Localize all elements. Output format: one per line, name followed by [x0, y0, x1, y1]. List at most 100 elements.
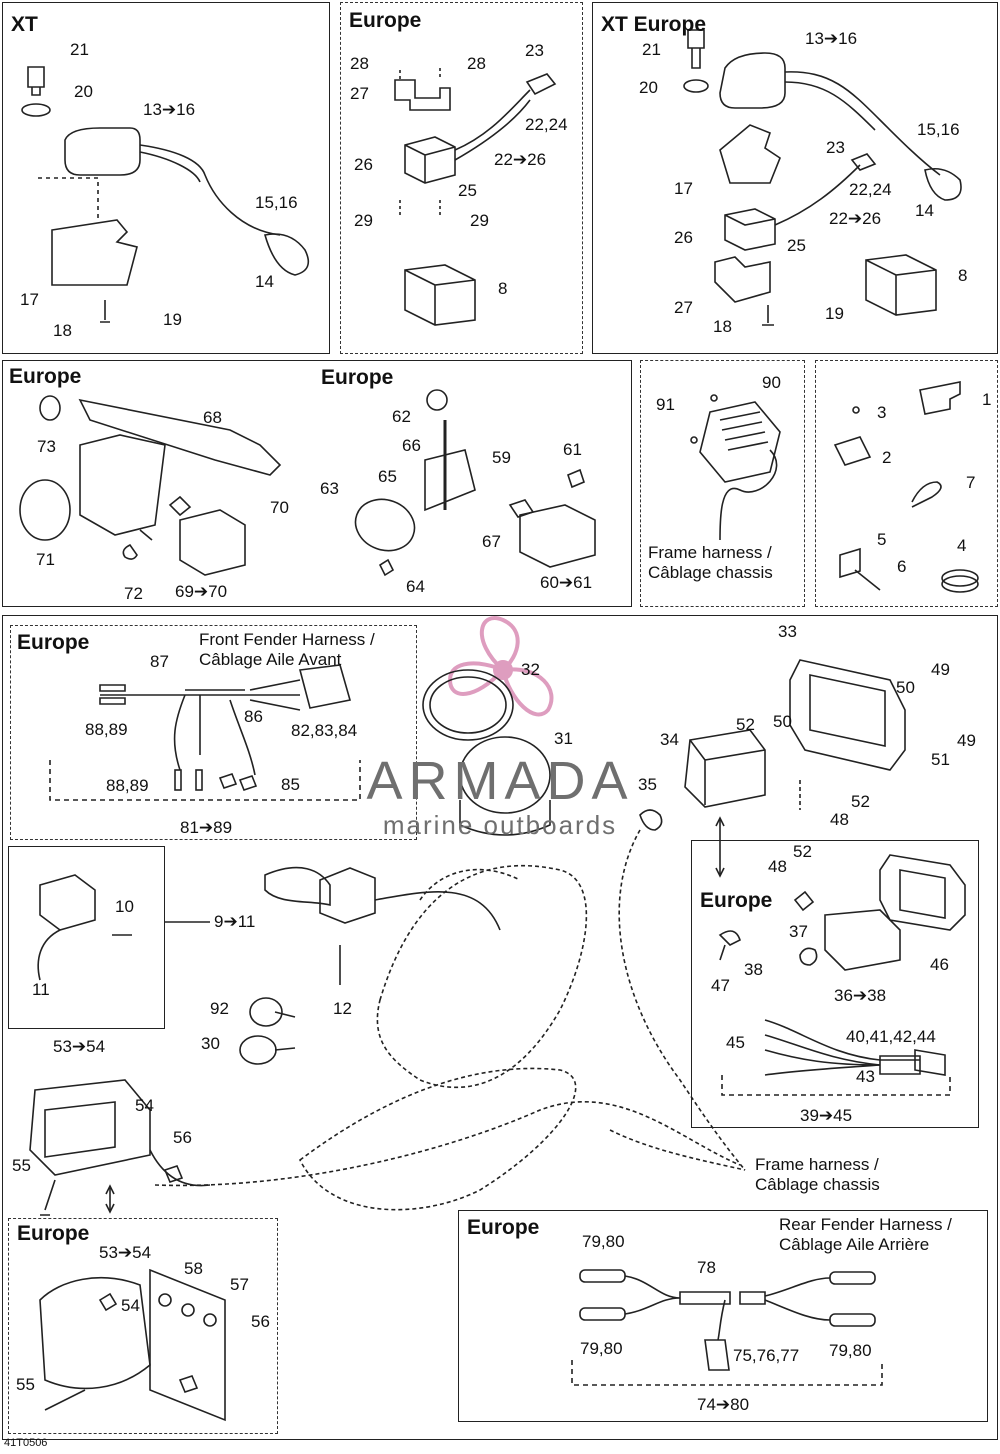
panel-title: XT [11, 13, 38, 36]
callout-label: 20 [74, 82, 93, 101]
callout-label: 26 [354, 155, 373, 174]
callout-label: 54 [121, 1296, 140, 1315]
callout-label: 23 [525, 41, 544, 60]
taillight-europe-art [39, 1268, 226, 1422]
rear-fender-harness-art [571, 1269, 883, 1386]
callout-label: 86 [244, 707, 263, 726]
watermark-tagline: marine outboards [382, 810, 618, 840]
callout-label: 82,83,84 [291, 721, 358, 740]
callout-label: 19 [163, 310, 182, 329]
armada-watermark: ARMADA marine outboards [345, 752, 655, 840]
callout-label: 61 [563, 440, 582, 459]
callout-label: 15,16 [255, 193, 298, 212]
front-fender-caption-1: Front Fender Harness / [199, 630, 375, 649]
callout-label: 3 [877, 403, 887, 422]
callout-label: 88,89 [85, 720, 128, 739]
callout-label: 58 [184, 1259, 203, 1278]
panel-title: Europe [17, 1222, 90, 1245]
watermark-brand: ARMADA [366, 751, 634, 811]
frame-harness-label-2: Câblage chassis [755, 1175, 880, 1194]
callout-label: 73 [37, 437, 56, 456]
callout-label: 15,16 [917, 120, 960, 139]
callout-label: 45 [726, 1033, 745, 1052]
callout-label: 14 [255, 272, 274, 291]
panel-europe-lamp: Europe Europe [2, 360, 632, 607]
callout-label: 35 [638, 775, 657, 794]
panel-title: Europe [9, 365, 82, 388]
callout-label: 25 [458, 181, 477, 200]
callout-label: 54 [135, 1096, 154, 1115]
callout-label: 91 [656, 395, 675, 414]
panel-europe-bracket: Europe [340, 2, 583, 354]
callout-label: 22➔26 [494, 150, 547, 169]
callout-label: 10 [115, 897, 134, 916]
callout-label: 53➔54 [99, 1243, 152, 1262]
callout-label: 79,80 [829, 1341, 872, 1360]
callout-label: 50 [773, 712, 792, 731]
callout-label: 23 [826, 138, 845, 157]
callout-label: 49 [931, 660, 950, 679]
callout-label: 78 [697, 1258, 716, 1277]
regulator-art [690, 394, 781, 541]
callout-label: 12 [333, 999, 352, 1018]
callout-label: 55 [16, 1375, 35, 1394]
callout-label: 17 [674, 179, 693, 198]
callout-label: 49 [957, 731, 976, 750]
callout-label: 37 [789, 922, 808, 941]
panel-front-fender: Europe Front Fender Harness / Câblage Ai… [10, 625, 417, 840]
callout-label: 14 [915, 201, 934, 220]
callout-label: 87 [150, 652, 169, 671]
callout-label: 34 [660, 730, 679, 749]
callout-label: 50 [896, 678, 915, 697]
callout-label: 7 [966, 473, 976, 492]
callout-label: 26 [674, 228, 693, 247]
callout-label: 72 [124, 584, 143, 603]
panel-taillight-europe: Europe [8, 1218, 278, 1434]
callout-label: 56 [251, 1312, 270, 1331]
callout-label: 21 [642, 40, 661, 59]
callout-label: 6 [897, 557, 907, 576]
panel-handlebar-switch [8, 846, 165, 1029]
callout-label: 31 [554, 729, 573, 748]
callout-label: 90 [762, 373, 781, 392]
callout-label: 52 [793, 842, 812, 861]
callout-label: 29 [354, 211, 373, 230]
callout-label: 47 [711, 976, 730, 995]
callout-label: 40,41,42,44 [846, 1027, 936, 1046]
callout-label: 27 [674, 298, 693, 317]
callout-label: 1 [982, 390, 992, 409]
handlebar-switch-art [37, 874, 210, 981]
callout-label: 63 [320, 479, 339, 498]
europe-lamp-left-art [19, 395, 282, 576]
callout-label: 43 [856, 1067, 875, 1086]
xt-art [21, 66, 310, 323]
europe-bracket-art [394, 68, 557, 326]
callout-label: 2 [882, 448, 892, 467]
callout-label: 57 [230, 1275, 249, 1294]
small-parts-art [833, 381, 979, 593]
panel-main [2, 615, 998, 1440]
callout-label: 79,80 [580, 1339, 623, 1358]
panel-xt: XT [2, 2, 330, 354]
frame-harness-label-1: Frame harness / [755, 1155, 879, 1174]
callout-label: 81➔89 [180, 818, 233, 837]
callout-label: 66 [402, 436, 421, 455]
panel-title: Europe [17, 631, 90, 654]
callout-label: 46 [930, 955, 949, 974]
callout-label: 75,76,77 [733, 1346, 800, 1365]
callout-label: 9➔11 [214, 912, 256, 931]
callout-label: 22,24 [849, 180, 892, 199]
callout-label: 22,24 [525, 115, 568, 134]
callout-label: 70 [270, 498, 289, 517]
callout-label: 69➔70 [175, 582, 228, 601]
callout-label: 65 [378, 467, 397, 486]
callout-label: 79,80 [582, 1232, 625, 1251]
callout-label: 67 [482, 532, 501, 551]
rear-fender-caption-1: Rear Fender Harness / [779, 1215, 952, 1234]
callout-label: 13➔16 [143, 100, 196, 119]
callout-label: 55 [12, 1156, 31, 1175]
front-fender-harness-art [49, 664, 361, 801]
callout-label: 74➔80 [697, 1395, 750, 1414]
panel-rear-fender: Europe Rear Fender Harness / Câblage Ail… [458, 1210, 988, 1422]
